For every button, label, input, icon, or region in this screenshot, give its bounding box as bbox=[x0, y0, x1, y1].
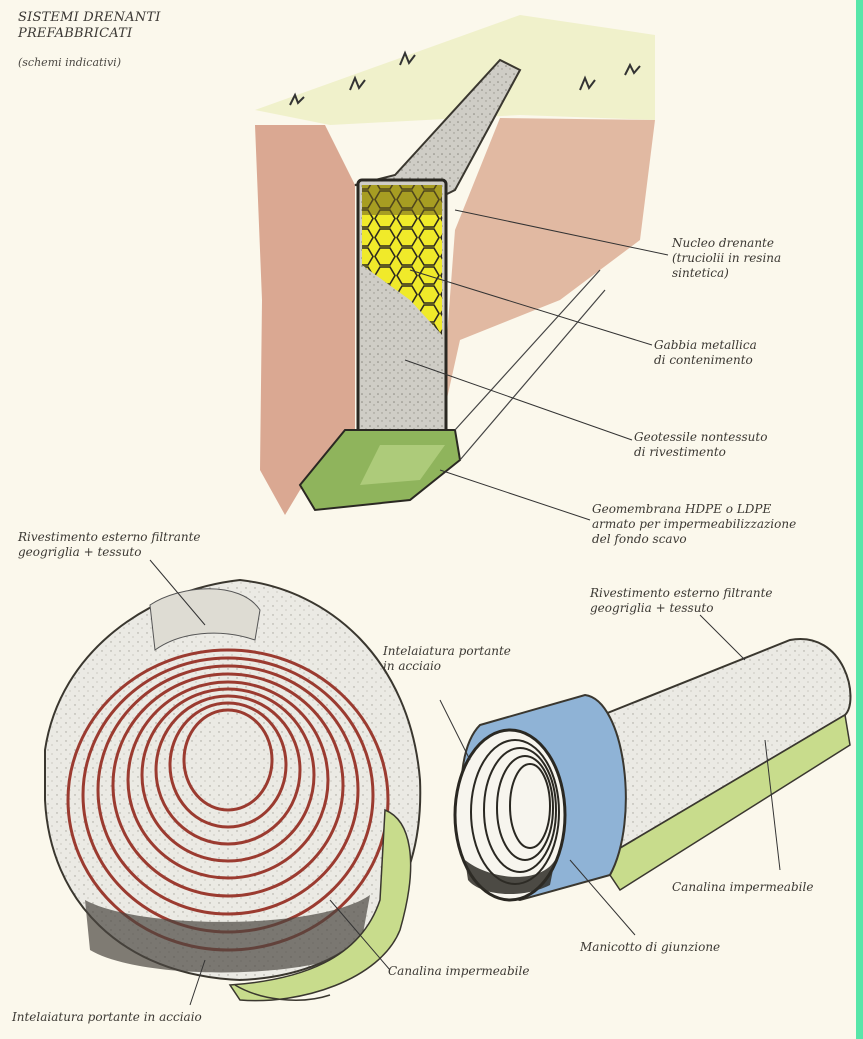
label-geomembrana: Geomembrana HDPE o LDPE armato per imper… bbox=[592, 502, 854, 547]
label-intelaiatura-bottom: Intelaiatura portante in acciaio bbox=[12, 1010, 292, 1025]
label-canalina-right: Canalina impermeabile bbox=[672, 880, 852, 895]
pipe-side-view bbox=[455, 639, 850, 900]
trench-section bbox=[255, 15, 655, 515]
label-manicotto: Manicotto di giunzione bbox=[580, 940, 780, 955]
label-gabbia: Gabbia metallica di contenimento bbox=[654, 338, 804, 368]
edge-stripe bbox=[856, 0, 863, 1039]
label-intelaiatura-mid: Intelaiatura portante in acciaio bbox=[383, 644, 563, 674]
label-canalina-left: Canalina impermeabile bbox=[388, 964, 588, 979]
label-nucleo: Nucleo drenante (truciolii in resina sin… bbox=[672, 236, 822, 281]
pipe-front-view bbox=[45, 580, 420, 1001]
label-rivestimento-left: Rivestimento esterno filtrante geogrigli… bbox=[18, 530, 258, 560]
label-rivestimento-right: Rivestimento esterno filtrante geogrigli… bbox=[590, 586, 830, 616]
label-geotessile: Geotessile nontessuto di rivestimento bbox=[634, 430, 814, 460]
